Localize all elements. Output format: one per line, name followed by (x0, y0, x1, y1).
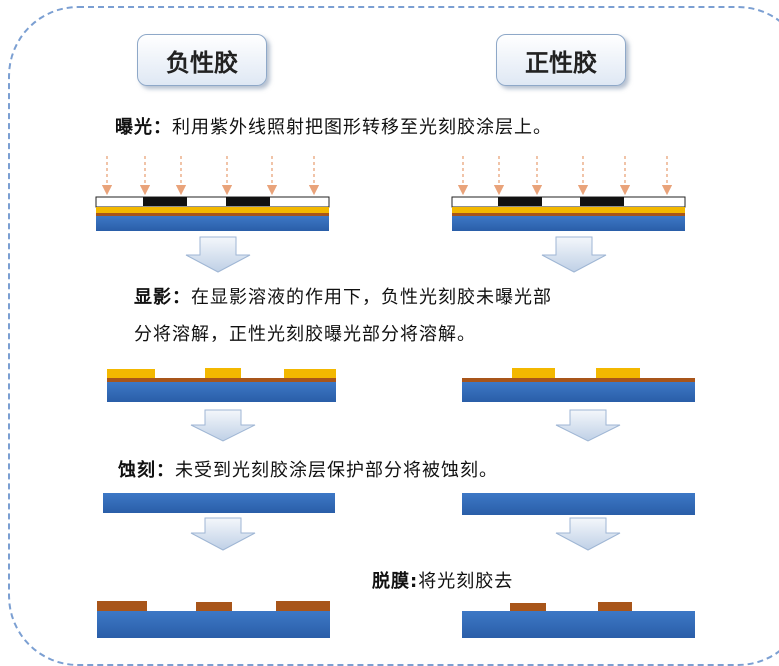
substrate (452, 216, 685, 231)
wafer-exposure-positive (451, 196, 686, 231)
film-layer (462, 378, 695, 382)
mask-opaque (498, 197, 542, 206)
mask-opaque (143, 197, 187, 206)
wafer-exposure-negative (95, 196, 330, 231)
mask-plate (451, 196, 686, 208)
strip-desc: 将光刻胶去 (418, 571, 514, 592)
resist-pattern (284, 369, 336, 378)
resist-pattern (596, 368, 640, 378)
etch-caption: 蚀刻：未受到光刻胶涂层保护部分将被蚀刻。 (118, 456, 498, 482)
wafer-develop-positive (462, 368, 695, 402)
film-pattern (97, 601, 147, 611)
positive-resist-label: 正性胶 (496, 34, 626, 86)
film-layer (107, 378, 336, 382)
down-arrow (555, 517, 621, 551)
negative-resist-label: 负性胶 (137, 34, 267, 86)
etch-term: 蚀刻 (118, 460, 156, 481)
develop-term: 显影 (134, 287, 172, 308)
exposure-caption: 曝光：利用紫外线照射把图形转移至光刻胶涂层上。 (115, 113, 552, 139)
strip-caption: 脱膜:将光刻胶去 (372, 567, 513, 593)
etch-desc: 未受到光刻胶涂层保护部分将被蚀刻。 (175, 460, 498, 481)
uv-rays-positive (457, 156, 673, 196)
develop-caption-line1: 显影：在显影溶液的作用下，负性光刻胶未曝光部 (134, 283, 552, 309)
negative-resist-text: 负性胶 (166, 48, 238, 77)
etch-sep: ： (156, 460, 175, 481)
down-arrow (190, 517, 256, 551)
develop-caption-line2: 分将溶解，正性光刻胶曝光部分将溶解。 (134, 320, 476, 346)
develop-desc-line1: 在显影溶液的作用下，负性光刻胶未曝光部 (191, 287, 552, 308)
substrate (97, 611, 330, 638)
etched-substrate-negative (103, 493, 335, 513)
develop-desc-line2: 分将溶解，正性光刻胶曝光部分将溶解。 (134, 324, 476, 345)
film-layer (452, 213, 685, 216)
film-layer (96, 213, 329, 216)
wafer-develop-negative (107, 368, 336, 402)
exposure-desc: 利用紫外线照射把图形转移至光刻胶涂层上。 (172, 117, 552, 138)
film-pattern (510, 603, 546, 611)
exposure-term: 曝光 (115, 117, 153, 138)
down-arrow (541, 236, 607, 273)
film-pattern (276, 601, 330, 611)
down-arrow (190, 409, 256, 442)
wafer-strip-negative (97, 601, 330, 638)
positive-resist-text: 正性胶 (525, 48, 597, 77)
resist-pattern (107, 369, 155, 378)
mask-plate (95, 196, 330, 208)
strip-term: 脱膜 (372, 571, 410, 592)
mask-opaque (580, 197, 624, 206)
film-pattern (196, 602, 232, 611)
etched-substrate-positive (462, 493, 695, 515)
resist-pattern (512, 368, 555, 378)
process-diagram (95, 156, 695, 638)
substrate (96, 216, 329, 231)
uv-rays-negative (101, 156, 320, 196)
resist-layer (96, 207, 329, 213)
develop-sep: ： (172, 287, 191, 308)
exposure-sep: ： (153, 117, 172, 138)
substrate (462, 382, 695, 402)
down-arrow (555, 409, 621, 442)
resist-layer (452, 207, 685, 213)
film-pattern (598, 602, 632, 611)
down-arrow (185, 236, 251, 273)
wafer-strip-positive (462, 602, 695, 638)
mask-opaque (226, 197, 270, 206)
resist-pattern (205, 368, 241, 378)
strip-sep: : (410, 571, 419, 592)
substrate (107, 382, 336, 402)
substrate (462, 611, 695, 638)
